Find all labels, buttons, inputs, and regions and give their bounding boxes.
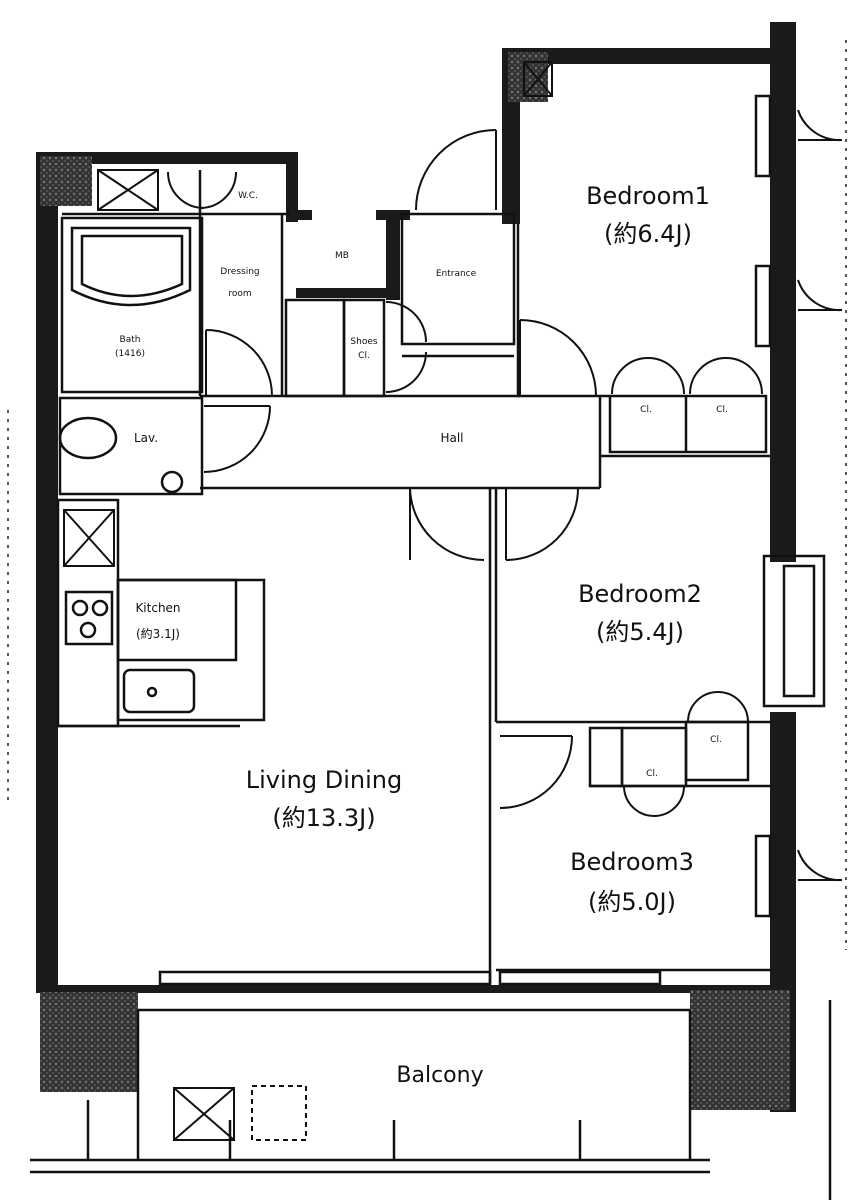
hall-name: Hall: [440, 431, 463, 445]
bath-area: (1416): [115, 349, 145, 359]
lav-name: Lav.: [134, 431, 158, 445]
living-name: Living Dining: [246, 766, 402, 794]
kitchen-name: Kitchen: [135, 601, 180, 615]
interior-walls: [30, 170, 832, 1200]
bathtub: [70, 226, 192, 307]
bedroom1-area: (約6.4J): [604, 220, 692, 248]
closet-label-2: Cl.: [716, 405, 728, 415]
wc-name: W.C.: [238, 191, 258, 201]
bedroom2-name: Bedroom2: [578, 580, 702, 608]
dressing-name: Dressing: [220, 267, 259, 277]
fixture-x-marks: [63, 61, 553, 1141]
living-area: (約13.3J): [272, 804, 375, 832]
dressing-sub: room: [228, 289, 251, 299]
kitchen-sink: [122, 668, 196, 714]
bath-name: Bath: [120, 335, 141, 345]
closet-label-4: Cl.: [646, 769, 658, 779]
margin-marks: [7, 40, 847, 950]
exterior-walls: [36, 22, 796, 1112]
closet-label-1: Cl.: [640, 405, 652, 415]
bedroom3-area: (約5.0J): [588, 888, 676, 916]
closet-label-3: Cl.: [710, 735, 722, 745]
entrance-name: Entrance: [436, 269, 477, 279]
bedroom2-area: (約5.4J): [596, 618, 684, 646]
mb-name: MB: [335, 251, 349, 261]
structural-columns: [40, 52, 790, 1110]
windows: [754, 94, 826, 918]
balcony-name: Balcony: [396, 1063, 483, 1088]
bedroom3-name: Bedroom3: [570, 848, 694, 876]
shoes-name: Shoes: [350, 337, 377, 347]
shoes-sub: Cl.: [358, 351, 370, 361]
room-labels: Bedroom1 (約6.4J) Bedroom2 (約5.4J) Bedroo…: [115, 182, 728, 1088]
stove: [64, 590, 114, 646]
bedroom1-name: Bedroom1: [586, 182, 710, 210]
toilet: [58, 416, 184, 494]
kitchen-area: (約3.1J): [136, 626, 180, 641]
door-swings: [167, 109, 843, 882]
